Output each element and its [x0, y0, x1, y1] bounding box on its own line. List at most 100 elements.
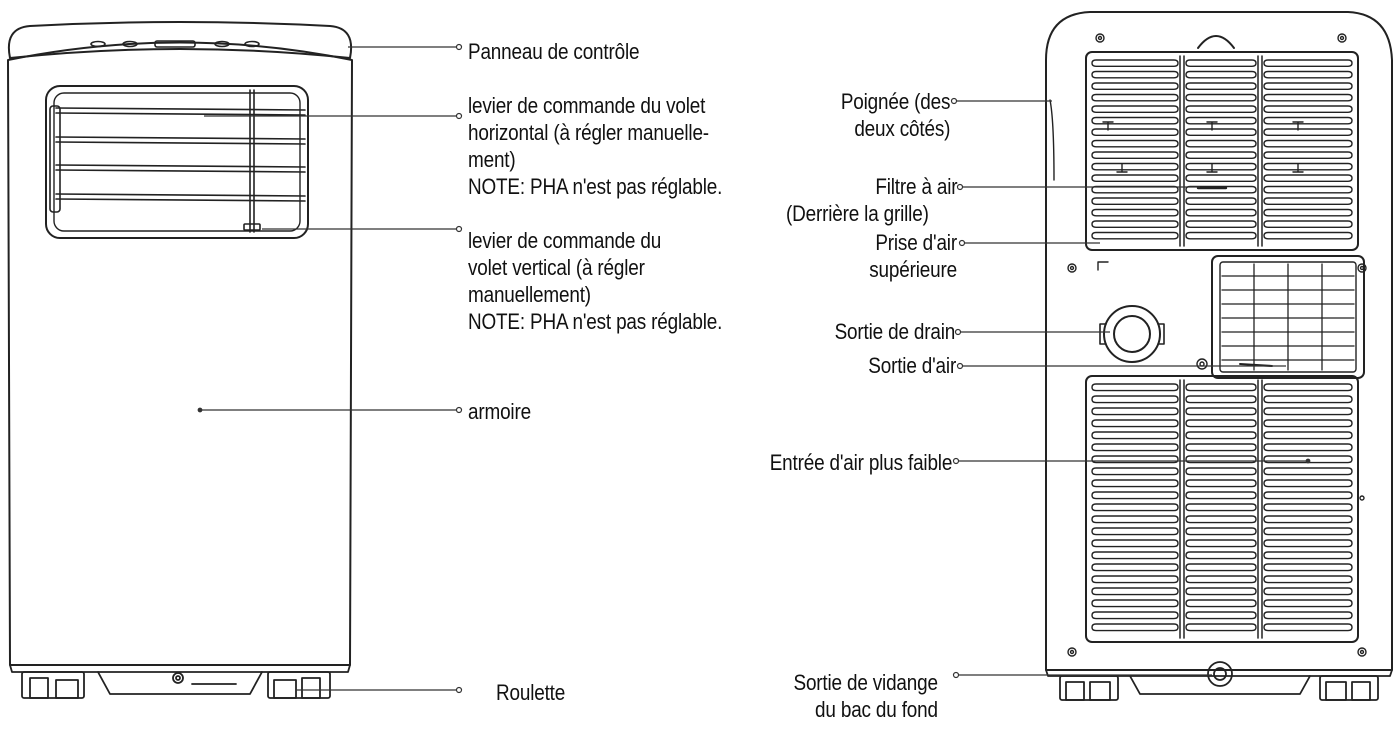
- leader-lines: [197, 43, 1311, 694]
- grille-slat: [1263, 491, 1353, 500]
- grille-slat: [1263, 220, 1353, 229]
- grille-slat: [1263, 197, 1353, 206]
- grille-slat: [1185, 128, 1257, 137]
- grille-slat: [1185, 105, 1257, 114]
- lower-intake-grille: [1085, 375, 1359, 643]
- grille-slat: [1263, 59, 1353, 68]
- grille-slat: [1091, 623, 1179, 632]
- grille-slat: [1263, 407, 1353, 416]
- grille-slat: [1091, 599, 1179, 608]
- grille-slat: [1091, 443, 1179, 452]
- grille-slat: [1185, 443, 1257, 452]
- label-caster: Roulette: [496, 680, 566, 705]
- grille-slat: [1263, 162, 1353, 171]
- label-air-filter-note: (Derrière la grille): [786, 201, 929, 226]
- grille-slat: [1091, 59, 1179, 68]
- grille-slat: [1263, 443, 1353, 452]
- drain-outlet-port: [1099, 305, 1165, 363]
- grille-slat: [1091, 467, 1179, 476]
- front-base: [9, 664, 351, 699]
- grille-slat: [1091, 105, 1179, 114]
- grille-slat: [1185, 174, 1257, 183]
- grille-slat: [1091, 151, 1179, 160]
- label-cabinet: armoire: [468, 399, 531, 424]
- grille-slat: [1185, 431, 1257, 440]
- grille-slat: [1263, 419, 1353, 428]
- grille-slat: [1185, 419, 1257, 428]
- grille-slat: [1091, 93, 1179, 102]
- grille-slat: [1263, 611, 1353, 620]
- grille-slat: [1185, 527, 1257, 536]
- grille-slat: [1091, 220, 1179, 229]
- grille-slat: [1091, 116, 1179, 125]
- label-air-filter: Filtre à air: [874, 174, 957, 199]
- grille-slat: [1263, 185, 1353, 194]
- grille-slat: [1263, 455, 1353, 464]
- grille-slat: [1263, 116, 1353, 125]
- grille-slat: [1263, 551, 1353, 560]
- label-upper-air-intake: Prise d'air supérieure: [869, 230, 957, 282]
- grille-slat: [1263, 467, 1353, 476]
- grille-slat: [1091, 139, 1179, 148]
- front-louver-window: [45, 85, 309, 239]
- grille-slat: [1185, 151, 1257, 160]
- grille-slat: [1091, 407, 1179, 416]
- grille-slat: [1185, 587, 1257, 596]
- grille-slat: [1091, 503, 1179, 512]
- control-panel-buttons: [90, 40, 260, 48]
- grille-slat: [1091, 455, 1179, 464]
- grille-slat: [1185, 407, 1257, 416]
- grille-slat: [1185, 455, 1257, 464]
- grille-slat: [1185, 208, 1257, 217]
- grille-slat: [1263, 479, 1353, 488]
- front-unit: [7, 21, 353, 699]
- grille-slat: [1263, 431, 1353, 440]
- grille-slat: [1263, 82, 1353, 91]
- grille-slat: [1091, 587, 1179, 596]
- label-vertical-louver: levier de commande du volet vertical (à …: [468, 228, 723, 334]
- grille-slat: [1091, 82, 1179, 91]
- grille-slat: [1185, 383, 1257, 392]
- grille-slat: [1091, 563, 1179, 572]
- grille-slat: [1091, 515, 1179, 524]
- grille-slat: [1091, 197, 1179, 206]
- label-horizontal-louver: levier de commande du volet horizontal (…: [468, 93, 723, 199]
- label-lower-air-intake: Entrée d'air plus faible: [769, 450, 953, 475]
- grille-slat: [1185, 70, 1257, 79]
- grille-slat: [1185, 231, 1257, 240]
- grille-slat: [1185, 93, 1257, 102]
- grille-slat: [1263, 383, 1353, 392]
- grille-slat: [1263, 587, 1353, 596]
- front-top-cap: [8, 21, 352, 59]
- grille-slat: [1091, 128, 1179, 137]
- grille-slat: [1263, 503, 1353, 512]
- grille-slat: [1091, 539, 1179, 548]
- grille-slat: [1185, 539, 1257, 548]
- grille-slat: [1091, 231, 1179, 240]
- grille-slat: [1263, 93, 1353, 102]
- grille-slat: [1091, 419, 1179, 428]
- grille-slat: [1263, 231, 1353, 240]
- grille-slat: [1091, 575, 1179, 584]
- grille-slat: [1263, 151, 1353, 160]
- grille-slat: [1185, 575, 1257, 584]
- grille-slat: [1185, 162, 1257, 171]
- grille-slat: [1091, 527, 1179, 536]
- grille-slat: [1185, 491, 1257, 500]
- grille-slat: [1263, 174, 1353, 183]
- upper-intake-grille: [1085, 51, 1359, 271]
- grille-slat: [1185, 185, 1257, 194]
- grille-slat: [1185, 395, 1257, 404]
- grille-slat: [1185, 82, 1257, 91]
- grille-slat: [1091, 431, 1179, 440]
- grille-slat: [1091, 162, 1179, 171]
- rear-screws: [1067, 33, 1367, 657]
- grille-slat: [1263, 139, 1353, 148]
- grille-slat: [1185, 116, 1257, 125]
- grille-slat: [1091, 383, 1179, 392]
- grille-slat: [1185, 515, 1257, 524]
- grille-slat: [1263, 527, 1353, 536]
- grille-slat: [1185, 139, 1257, 148]
- label-handle: Poignée (des deux côtés): [840, 89, 951, 141]
